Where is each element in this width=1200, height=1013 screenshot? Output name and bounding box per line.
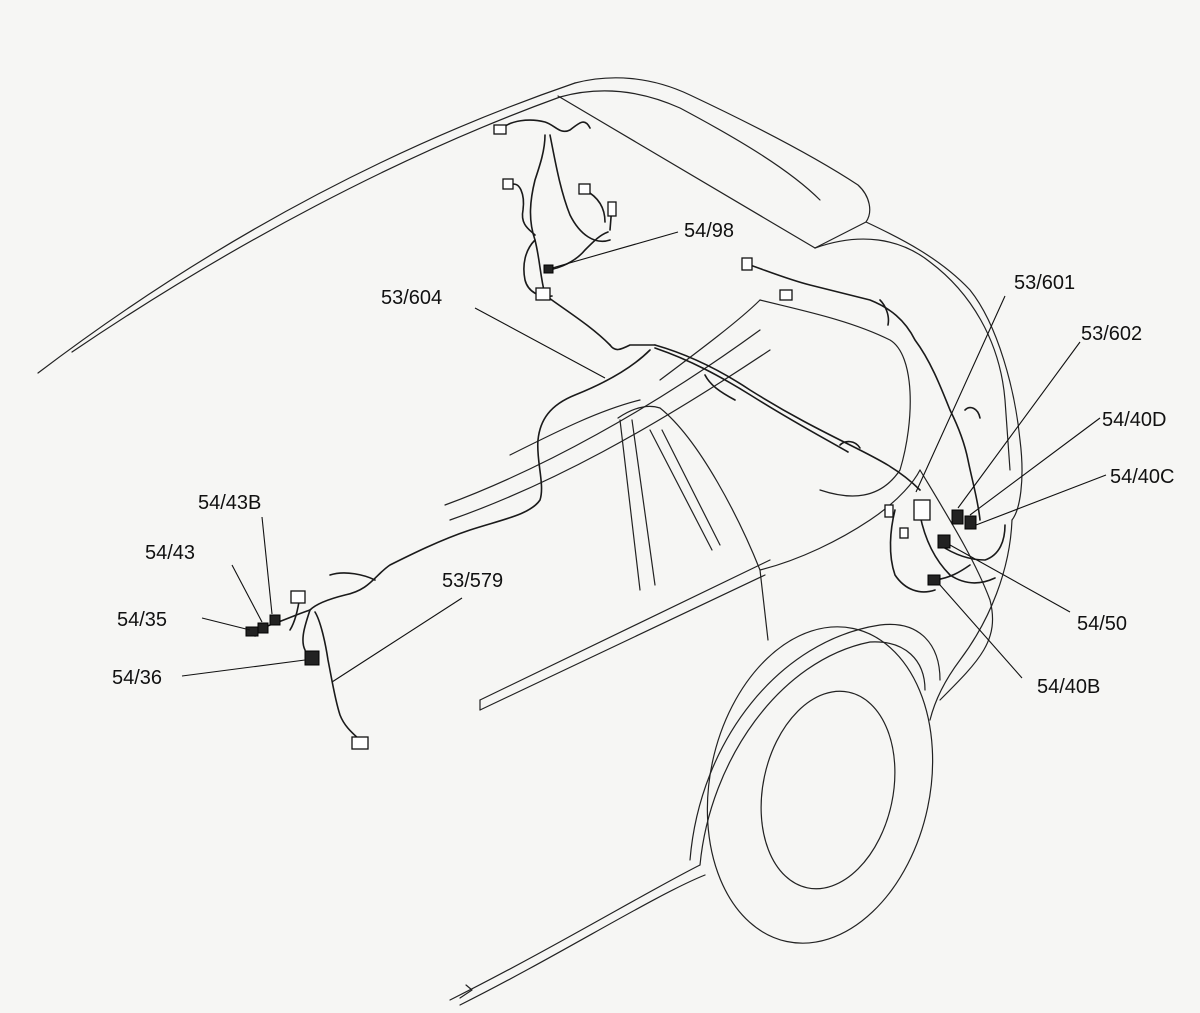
- connector-roof-3: [578, 183, 591, 195]
- label-54-40c: 54/40C: [1110, 466, 1175, 488]
- label-53-579: 53/579: [442, 570, 503, 592]
- connector-54-36: [304, 650, 320, 666]
- connector-tailgate-2: [779, 289, 793, 301]
- label-54-98: 54/98: [684, 220, 734, 242]
- connector-53-602: [951, 509, 964, 525]
- wiring-harness: [254, 119, 1006, 743]
- connector-53-579-end: [351, 736, 369, 750]
- connector-54-35: [245, 626, 259, 637]
- label-54-40b: 54/40B: [1037, 676, 1100, 698]
- connector-roof-2: [502, 178, 514, 190]
- connectors: [245, 124, 977, 750]
- connector-54-50: [937, 534, 951, 549]
- connector-left-top: [290, 590, 306, 604]
- connector-roof-5: [535, 287, 551, 301]
- connector-54-98: [543, 264, 554, 274]
- label-53-601: 53/601: [1014, 272, 1075, 294]
- connector-right-aux-2: [899, 527, 909, 539]
- label-54-40d: 54/40D: [1102, 409, 1167, 431]
- connector-54-43: [257, 622, 269, 634]
- label-54-43b: 54/43B: [198, 492, 261, 514]
- leader-lines: [181, 231, 1107, 683]
- callout-labels: 54/98 53/604 53/601 53/602 54/40D 54/40C…: [112, 220, 1175, 698]
- connector-roof-4: [607, 201, 617, 217]
- label-53-602: 53/602: [1081, 323, 1142, 345]
- connector-right-aux: [884, 504, 894, 518]
- car-body-outline: [37, 77, 1023, 1006]
- label-54-35: 54/35: [117, 609, 167, 631]
- label-54-50: 54/50: [1077, 613, 1127, 635]
- label-54-43: 54/43: [145, 542, 195, 564]
- connector-54-43b: [269, 614, 281, 626]
- label-54-36: 54/36: [112, 667, 162, 689]
- label-53-604: 53/604: [381, 287, 442, 309]
- connector-54-40b: [927, 574, 941, 586]
- connector-roof-1: [493, 124, 507, 135]
- connector-tailgate-1: [741, 257, 753, 271]
- connector-53-601: [913, 499, 931, 521]
- connector-54-40d: [964, 515, 977, 530]
